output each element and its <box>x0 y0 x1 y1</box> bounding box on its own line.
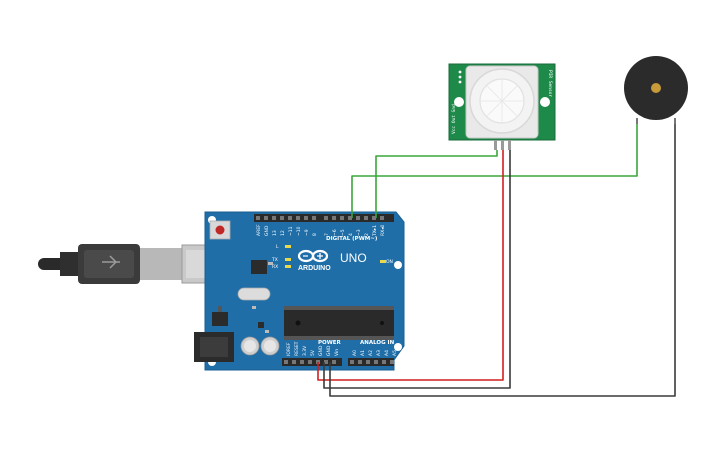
tx-led <box>285 258 291 261</box>
pir-motion-sensor[interactable]: Vcc Out Gnd PIR Sensor <box>448 63 556 150</box>
pin-label: A0 <box>352 350 358 356</box>
arduino-model-label: UNO <box>340 251 367 265</box>
l-led-label: L <box>276 244 279 250</box>
pin-label: GND <box>326 345 332 356</box>
pin-label: A2 <box>368 350 374 356</box>
pin-label: A1 <box>360 350 366 356</box>
pin-label: RESET <box>294 341 300 356</box>
pin-label: RX◂0 <box>380 225 386 236</box>
pin-label: ~10 <box>296 226 302 236</box>
digital-header-label: DIGITAL (PWM~) <box>326 236 378 242</box>
mounting-hole <box>454 97 464 107</box>
pin-label: GND <box>318 345 324 356</box>
wire-pir-power[interactable] <box>317 150 504 381</box>
on-led-label: ON <box>386 259 393 265</box>
buzzer-pin-negative[interactable] <box>674 118 676 124</box>
pin-label: ~3 <box>356 229 362 236</box>
pin-label: 8 <box>312 233 318 236</box>
pin-label: ~11 <box>288 226 294 236</box>
pin-label: IOREF <box>286 342 292 356</box>
pin-label: A5 <box>392 350 398 356</box>
pin-label: 12 <box>280 230 286 236</box>
buzzer-pin-positive[interactable] <box>636 118 638 124</box>
pin-label: A4 <box>384 350 390 356</box>
wires <box>317 124 676 397</box>
voltage-regulator <box>212 312 228 326</box>
pin-label: 3.3V <box>302 345 308 356</box>
usb-chip <box>251 260 267 274</box>
wire-pir-signal[interactable] <box>375 150 498 218</box>
atmega-chip <box>284 306 394 340</box>
piezo-buzzer[interactable] <box>624 56 688 124</box>
wire-pir-ground[interactable] <box>323 150 511 389</box>
analog-label: ANALOG IN <box>360 340 395 346</box>
pin-label: TX▸1 <box>372 225 378 237</box>
pin-label: GND <box>264 225 270 236</box>
on-led <box>380 260 386 263</box>
pin-label: 7 <box>324 233 330 236</box>
pir-pin-gnd[interactable] <box>508 140 511 150</box>
wire-buzzer-ground[interactable] <box>329 124 676 397</box>
pin-label: ~5 <box>340 229 346 236</box>
pir-pin-out[interactable] <box>501 140 504 150</box>
pin-label: AREF <box>256 224 262 236</box>
buzzer-center <box>651 83 661 93</box>
mounting-hole <box>394 261 402 269</box>
power-label: POWER <box>318 340 342 346</box>
pir-pin-vcc[interactable] <box>494 140 497 150</box>
analog-pin-header <box>348 358 394 366</box>
arduino-brand-label: ARDUINO <box>298 265 331 272</box>
mounting-hole <box>394 343 402 351</box>
l-led <box>285 245 291 248</box>
pin-label: A3 <box>376 350 382 356</box>
wire-buzzer-signal[interactable] <box>351 124 638 218</box>
pin-label: Vin <box>334 349 340 356</box>
pin-label: 13 <box>272 230 278 236</box>
rx-led <box>285 265 291 268</box>
usb-cable[interactable] <box>38 244 233 284</box>
reset-button[interactable] <box>209 220 231 240</box>
pir-left-label: Vcc Out Gnd <box>451 104 457 134</box>
pin-label: 5V <box>310 349 316 356</box>
pir-right-label: PIR Sensor <box>547 70 553 97</box>
pin-label: 2 <box>364 233 370 236</box>
pin-label: ~9 <box>304 229 310 236</box>
arduino-logo <box>297 249 329 263</box>
crystal-oscillator <box>237 287 271 301</box>
tx-label: TX <box>271 257 278 263</box>
rx-label: RX <box>272 264 278 270</box>
pin-label: ~6 <box>332 229 338 236</box>
mounting-hole <box>540 97 550 107</box>
pin-label: 4 <box>348 233 354 236</box>
